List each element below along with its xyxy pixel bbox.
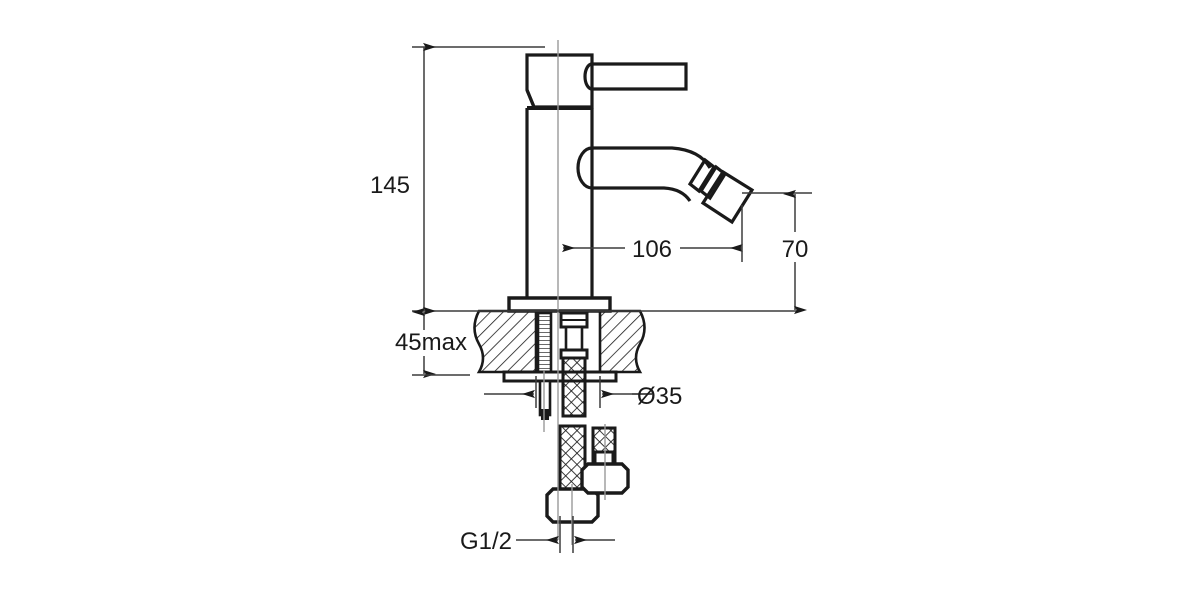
dim-label-145: 145 [370,172,410,199]
supply-hose-upper-segment [561,356,587,418]
dim-label-g12: G1/2 [460,528,512,555]
spout-lower-profile [592,186,692,202]
threaded-stud-tip [541,409,549,420]
dim-label-45max: 45max [395,329,467,356]
threaded-stud-upper [536,311,553,374]
dim-label-d35: Ø35 [637,383,682,410]
countertop-left-section [473,309,538,374]
dim-label-70: 70 [782,236,809,263]
body-column [525,108,594,298]
inlet-fitting-neck [564,325,584,352]
aerator-body [700,169,755,225]
mounting-bracket [502,370,618,383]
dim-label-106: 106 [632,236,672,263]
cartridge-housing [525,53,594,109]
countertop-right-section [598,309,646,374]
spout-upper-profile [592,146,712,169]
aerator-ring-a [687,157,717,194]
dimension-lines [412,42,812,553]
dimension-labels: 145 106 70 45max Ø35 G1/2 [370,172,808,555]
handle-lever [592,62,688,91]
countertop [473,309,646,374]
cartridge-chamfer [525,89,536,108]
spout-inner-root [576,146,593,190]
faucet-geometry [507,53,755,313]
escutcheon [507,296,612,313]
handle-lever-root [583,62,593,91]
center-lines [543,40,606,545]
